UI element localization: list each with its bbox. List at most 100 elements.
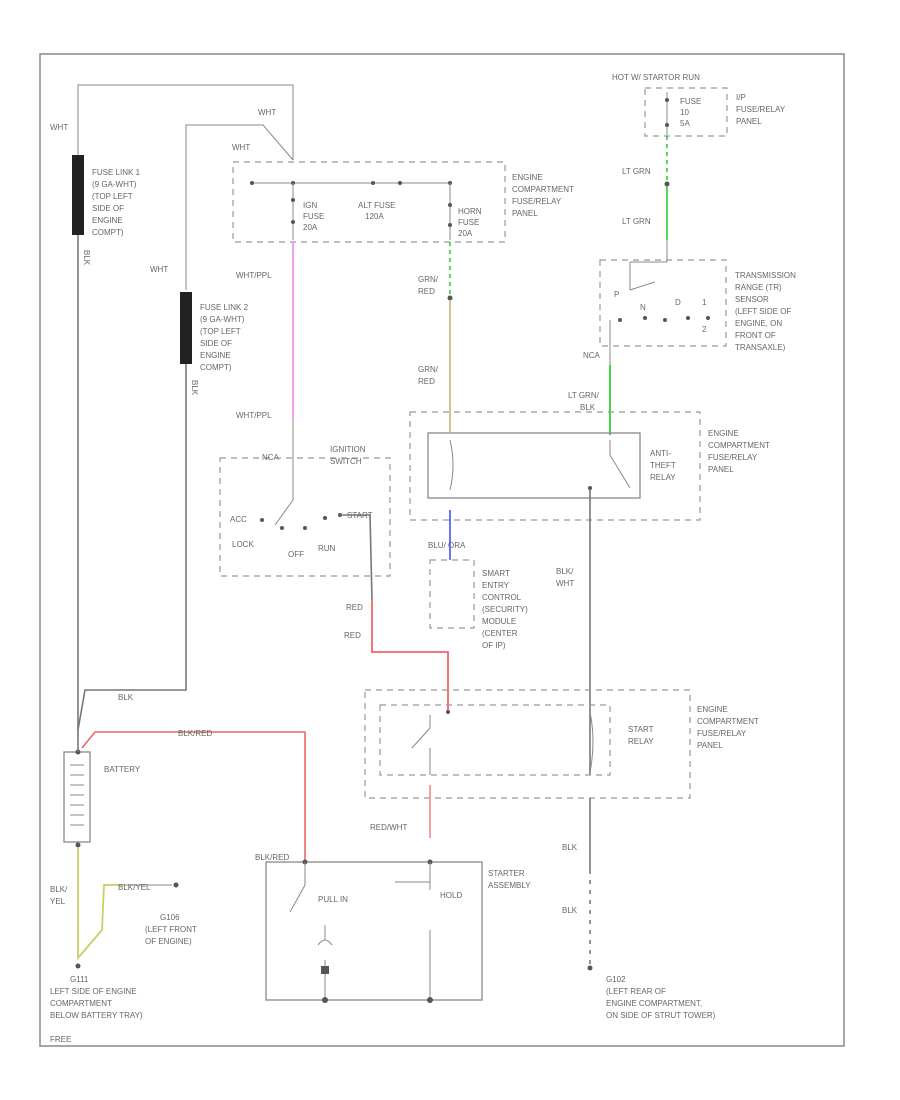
engine-fuse-panel: IGN FUSE 20A ALT FUSE 120A HORN FUSE 20A… — [232, 161, 574, 243]
svg-text:RED: RED — [418, 377, 435, 386]
svg-text:(LEFT FRONT: (LEFT FRONT — [145, 925, 197, 934]
wire-label-blk-2: BLK — [562, 843, 578, 852]
wire-label-blu-ora: BLU/ ORA — [428, 541, 466, 550]
svg-text:P: P — [614, 290, 619, 299]
wire-label-nca-a: NCA — [583, 351, 601, 360]
svg-text:FUSE/RELAY: FUSE/RELAY — [736, 105, 786, 114]
svg-text:COMPARTMENT: COMPARTMENT — [697, 717, 759, 726]
svg-text:PANEL: PANEL — [697, 741, 723, 750]
svg-text:BLK/: BLK/ — [556, 567, 574, 576]
svg-text:SWITCH: SWITCH — [330, 457, 362, 466]
wire-label-blk-c: BLK — [118, 693, 134, 702]
ground-g102: G102 (LEFT REAR OF ENGINE COMPARTMENT, O… — [606, 975, 716, 1020]
wire-label-blk-a: BLK — [82, 250, 91, 266]
fuse-link-2-label: FUSE LINK 2 (9 GA-WHT) (TOP LEFT SIDE OF… — [200, 303, 249, 372]
svg-text:OFF: OFF — [288, 550, 304, 559]
svg-text:STARTER: STARTER — [488, 869, 525, 878]
svg-text:COMPARTMENT: COMPARTMENT — [708, 441, 770, 450]
svg-text:IGN: IGN — [303, 201, 317, 210]
svg-text:ENGINE, ON: ENGINE, ON — [735, 319, 782, 328]
svg-text:N: N — [640, 303, 646, 312]
diagram-frame — [39, 53, 845, 1047]
svg-text:10: 10 — [680, 108, 689, 117]
wire-label-blk-yel: BLK/ YEL — [50, 885, 68, 906]
svg-text:THEFT: THEFT — [650, 461, 676, 470]
svg-text:HOT W/ STARTOR RUN: HOT W/ STARTOR RUN — [612, 73, 700, 82]
svg-text:ENGINE: ENGINE — [200, 351, 231, 360]
svg-text:TRANSMISSION: TRANSMISSION — [735, 271, 796, 280]
svg-text:5A: 5A — [680, 119, 690, 128]
svg-text:G102: G102 — [606, 975, 626, 984]
svg-text:(LEFT REAR OF: (LEFT REAR OF — [606, 987, 666, 996]
svg-text:BLK: BLK — [580, 403, 596, 412]
wire-blk-red — [81, 731, 306, 862]
svg-text:(TOP LEFT: (TOP LEFT — [200, 327, 241, 336]
svg-text:FUSE/RELAY: FUSE/RELAY — [697, 729, 747, 738]
tr-sensor: P N D 1 2 TRANSMISSION RANGE (TR) SENSOR… — [599, 240, 796, 365]
svg-text:ENGINE: ENGINE — [512, 173, 543, 182]
ignition-switch: ACC LOCK OFF RUN START NCA IGNITION SWIT… — [219, 420, 391, 601]
wire-label-lt-grn-a: LT GRN — [622, 167, 651, 176]
svg-text:FUSE: FUSE — [458, 218, 479, 227]
wire-red — [371, 600, 449, 710]
wire-label-blk-yel-2: BLK/YEL — [118, 883, 151, 892]
svg-text:1: 1 — [702, 298, 707, 307]
svg-text:(LEFT SIDE OF: (LEFT SIDE OF — [735, 307, 791, 316]
wire-label-wht-c: WHT — [232, 143, 250, 152]
svg-text:ENGINE: ENGINE — [92, 216, 123, 225]
svg-text:(9 GA-WHT): (9 GA-WHT) — [92, 180, 137, 189]
svg-text:I/P: I/P — [736, 93, 746, 102]
svg-text:D: D — [675, 298, 681, 307]
wire-label-wht-ppl-b: WHT/PPL — [236, 411, 272, 420]
wire-label-grn-red-b: GRN/ RED — [418, 365, 439, 386]
svg-text:G106: G106 — [160, 913, 180, 922]
svg-text:SMART: SMART — [482, 569, 510, 578]
svg-text:RANGE (TR): RANGE (TR) — [735, 283, 782, 292]
svg-text:FRONT OF: FRONT OF — [735, 331, 776, 340]
fuse-link-1-label: FUSE LINK 1 (9 GA-WHT) (TOP LEFT SIDE OF… — [92, 168, 141, 237]
svg-text:LOCK: LOCK — [232, 540, 254, 549]
wire-label-blk-wht: BLK/ WHT — [556, 567, 574, 588]
wire-label-blk-red-a: BLK/RED — [178, 729, 212, 738]
svg-text:BELOW BATTERY TRAY): BELOW BATTERY TRAY) — [50, 1011, 143, 1020]
svg-text:FUSE/RELAY: FUSE/RELAY — [708, 453, 758, 462]
svg-text:BLK/: BLK/ — [50, 885, 68, 894]
svg-text:COMPARTMENT: COMPARTMENT — [50, 999, 112, 1008]
svg-text:GRN/: GRN/ — [418, 365, 439, 374]
svg-text:FUSE/RELAY: FUSE/RELAY — [512, 197, 562, 206]
wire-label-lt-grn-b: LT GRN — [622, 217, 651, 226]
svg-text:RED: RED — [418, 287, 435, 296]
wire-label-red-b: RED — [344, 631, 361, 640]
fuse-link-feeds — [72, 84, 294, 731]
anti-theft-relay: ANTI- THEFT RELAY ENGINE COMPARTMENT FUS… — [409, 411, 770, 521]
svg-text:FUSE LINK 2: FUSE LINK 2 — [200, 303, 249, 312]
fuse-link-2 — [180, 292, 192, 364]
svg-text:RELAY: RELAY — [650, 473, 676, 482]
svg-text:G111: G111 — [70, 975, 89, 984]
svg-text:(SECURITY): (SECURITY) — [482, 605, 528, 614]
wire-label-red-a: RED — [346, 603, 363, 612]
svg-text:MODULE: MODULE — [482, 617, 516, 626]
wire-label-wht-b: WHT — [258, 108, 276, 117]
svg-text:LEFT SIDE OF ENGINE: LEFT SIDE OF ENGINE — [50, 987, 137, 996]
wire-label-wht-d: WHT — [150, 265, 168, 274]
svg-text:NCA: NCA — [262, 453, 280, 462]
wire-label-lt-grn-blk: LT GRN/ BLK — [568, 391, 600, 412]
svg-text:SIDE OF: SIDE OF — [200, 339, 232, 348]
svg-text:PULL IN: PULL IN — [318, 895, 348, 904]
svg-text:START: START — [347, 511, 373, 520]
svg-text:GRN/: GRN/ — [418, 275, 439, 284]
svg-text:SENSOR: SENSOR — [735, 295, 769, 304]
svg-text:20A: 20A — [458, 229, 473, 238]
smart-entry-module: SMART ENTRY CONTROL (SECURITY) MODULE (C… — [429, 559, 528, 650]
svg-text:FUSE: FUSE — [680, 97, 701, 106]
svg-text:PANEL: PANEL — [708, 465, 734, 474]
wire-label-grn-red-a: GRN/ RED — [418, 275, 439, 296]
svg-text:ALT FUSE: ALT FUSE — [358, 201, 396, 210]
battery: BATTERY — [63, 749, 141, 848]
svg-text:ENGINE: ENGINE — [697, 705, 728, 714]
ip-fuse-panel: HOT W/ STARTOR RUN FUSE 10 5A I/P FUSE/R… — [612, 73, 786, 137]
svg-text:LT GRN/: LT GRN/ — [568, 391, 600, 400]
svg-text:YEL: YEL — [50, 897, 66, 906]
svg-text:PANEL: PANEL — [512, 209, 538, 218]
